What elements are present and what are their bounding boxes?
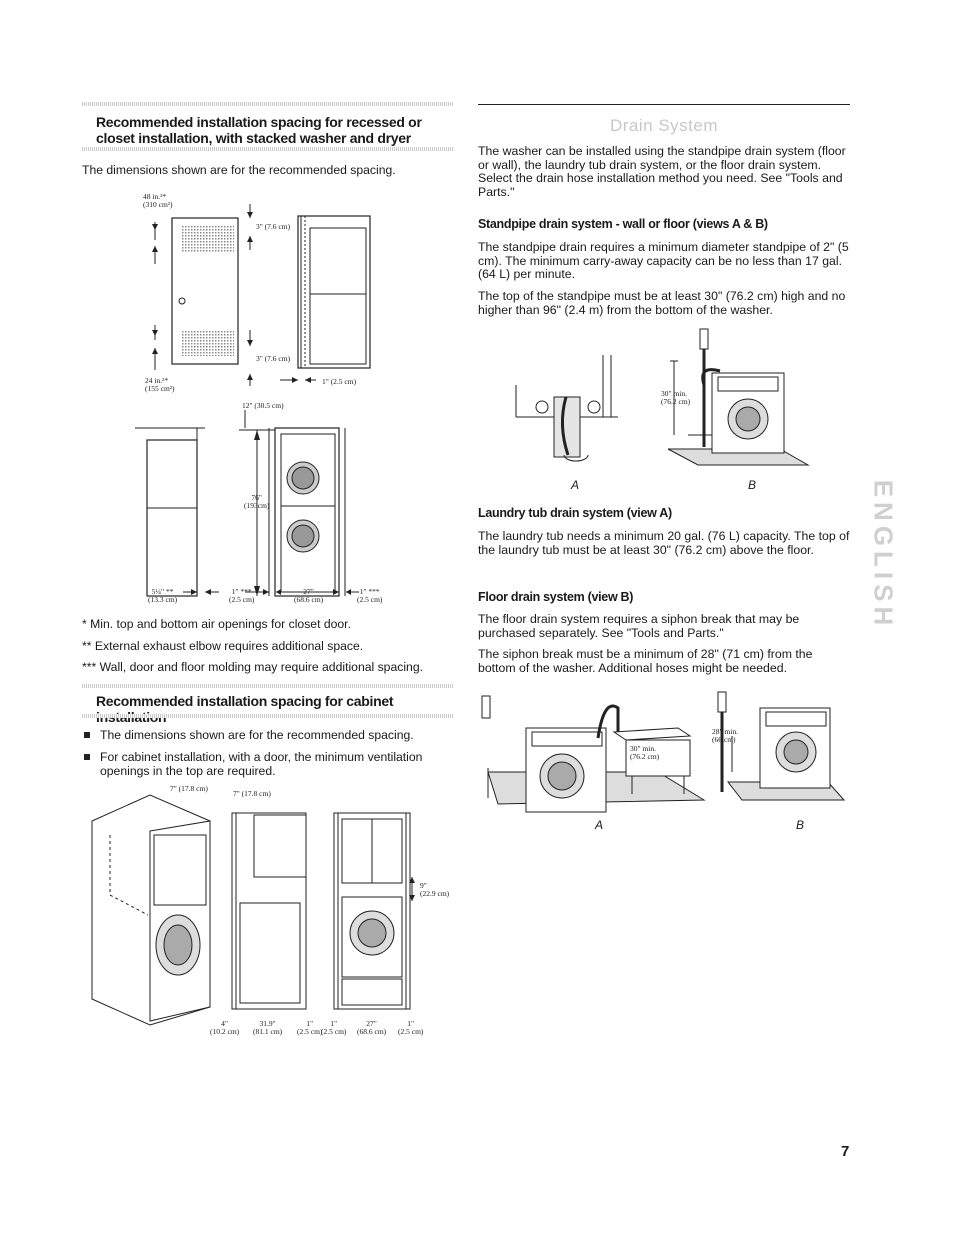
section-rule xyxy=(82,684,454,688)
note-2: ** External exhaust elbow requires addit… xyxy=(82,639,364,653)
laundry-tub-title: Laundry tub drain system (view A) xyxy=(478,506,672,520)
standpipe-title: Standpipe drain system - wall or floor (… xyxy=(478,217,768,231)
standpipe-dim-label: 30" min. (76.2 cm) xyxy=(661,389,691,406)
floor-drain-title: Floor drain system (view B) xyxy=(478,590,634,604)
stacked-side-front-diagram xyxy=(135,410,359,597)
cabinet-b4: 1" (2.5 cm) xyxy=(321,1019,347,1036)
dim-width: 27" (68.6 cm) xyxy=(294,587,324,604)
cabinet-top-1-label: 7" (17.8 cm) xyxy=(170,784,208,793)
dim-side: 1" *** (2.5 cm) xyxy=(357,587,383,604)
note-3: *** Wall, door and floor molding may req… xyxy=(82,660,423,674)
view-a-label: A xyxy=(595,818,604,832)
view-b-label: B xyxy=(796,818,805,832)
section-rule xyxy=(82,714,454,718)
section-rule xyxy=(478,104,850,105)
view-a-label: A xyxy=(571,478,580,492)
page-number: 7 xyxy=(841,1143,850,1160)
bullet-square-icon xyxy=(84,732,90,738)
dim-rear: 1" *** (2.5 cm) xyxy=(229,587,255,604)
rear-gap-label: 12" (30.5 cm) xyxy=(242,401,284,410)
side-gap-label: 1" (2.5 cm) xyxy=(322,377,357,386)
vent-area-top-label: 48 in.²* (310 cm²) xyxy=(143,192,173,209)
height-label: 76" (193cm) xyxy=(244,493,270,510)
note-1: * Min. top and bottom air openings for c… xyxy=(82,617,351,631)
gap-bottom-label: 3" (7.6 cm) xyxy=(256,354,291,363)
closet-front-diagram xyxy=(152,204,371,386)
laundry-tub-p1: The laundry tub needs a minimum 20 gal. … xyxy=(478,529,850,557)
floor-drain-p1: The floor drain system requires a siphon… xyxy=(478,612,800,640)
standpipe-p1: The standpipe drain requires a minimum d… xyxy=(478,240,849,282)
cabinet-b6: 1" (2.5 cm) xyxy=(398,1019,424,1036)
cabinet-right-label: 9" (22.9 cm) xyxy=(420,881,450,898)
intro-text: The dimensions shown are for the recomme… xyxy=(82,163,396,177)
cabinet-diagram xyxy=(91,794,415,1026)
bullet-item: For cabinet installation, with a door, t… xyxy=(84,750,454,778)
siphon-dim-label: 28" min. (66 cm) xyxy=(712,727,738,744)
gap-top-label: 3" (7.6 cm) xyxy=(256,222,291,231)
dim-exhaust: 5¼" ** (13.3 cm) xyxy=(148,587,178,604)
drain-intro: The washer can be installed using the st… xyxy=(478,144,846,199)
vent-area-bottom-label: 24 in.²* (155 cm²) xyxy=(145,376,175,393)
language-tab: ENGLISH xyxy=(869,450,899,660)
standpipe-diagram xyxy=(515,328,810,466)
cabinet-b5: 27" (68.6 cm) xyxy=(357,1019,387,1036)
cabinet-b3: 1" (2.5 cm) xyxy=(297,1019,323,1036)
section-title-recessed: Recommended installation spacing for rec… xyxy=(96,114,422,146)
section-rule xyxy=(82,102,454,106)
section-title-cabinet: Recommended installation spacing for cab… xyxy=(96,693,394,725)
cabinet-top-2-label: 7" (17.8 cm) xyxy=(233,789,271,798)
language-tab-label: ENGLISH xyxy=(868,479,899,631)
bullet-square-icon xyxy=(84,754,90,760)
standpipe-p2: The top of the standpipe must be at leas… xyxy=(478,289,846,317)
page-title: Drain System xyxy=(609,116,719,135)
laundry-tub-floor-drain-diagram xyxy=(481,691,846,813)
view-b-label: B xyxy=(748,478,757,492)
cabinet-b1: 4" (10.2 cm) xyxy=(210,1019,240,1036)
cabinet-b2: 31.9" (81.1 cm) xyxy=(253,1019,283,1036)
bullet-item: The dimensions shown are for the recomme… xyxy=(84,728,454,742)
section-rule xyxy=(82,147,454,151)
floor-drain-p2: The siphon break must be a minimum of 28… xyxy=(478,647,813,675)
tub-dim-label: 30" min. (76.2 cm) xyxy=(630,744,660,761)
